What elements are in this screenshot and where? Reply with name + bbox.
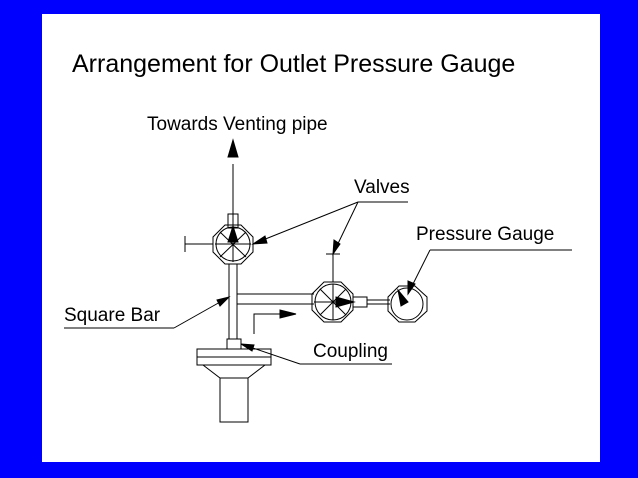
upper-valve: [212, 224, 254, 265]
label-square-bar: Square Bar: [64, 305, 161, 326]
label-coupling: Coupling: [313, 341, 388, 362]
reducer: [202, 364, 266, 379]
label-towards-venting-pipe: Towards Venting pipe: [147, 114, 328, 135]
pressure-gauge-arrangement-drawing: [64, 138, 572, 423]
gauge-connector: [352, 296, 368, 308]
coupling: [226, 338, 242, 350]
pressure-gauge: [387, 285, 428, 323]
label-pressure-gauge: Pressure Gauge: [416, 224, 555, 245]
slide-panel: Arrangement for Outlet Pressure Gauge: [42, 14, 600, 462]
label-valves: Valves: [354, 177, 410, 198]
lower-valve: [311, 281, 354, 323]
lower-valve-arrow: [335, 296, 356, 308]
upper-valve-arrow: [227, 224, 239, 243]
valves-leader-to-upper: [252, 201, 359, 245]
flow-indicator: [253, 313, 282, 334]
outlet-stub: [219, 377, 249, 423]
slide-title: Arrangement for Outlet Pressure Gauge: [72, 50, 516, 78]
venting-arrow: [227, 138, 239, 158]
gauge-needle: [397, 288, 409, 307]
